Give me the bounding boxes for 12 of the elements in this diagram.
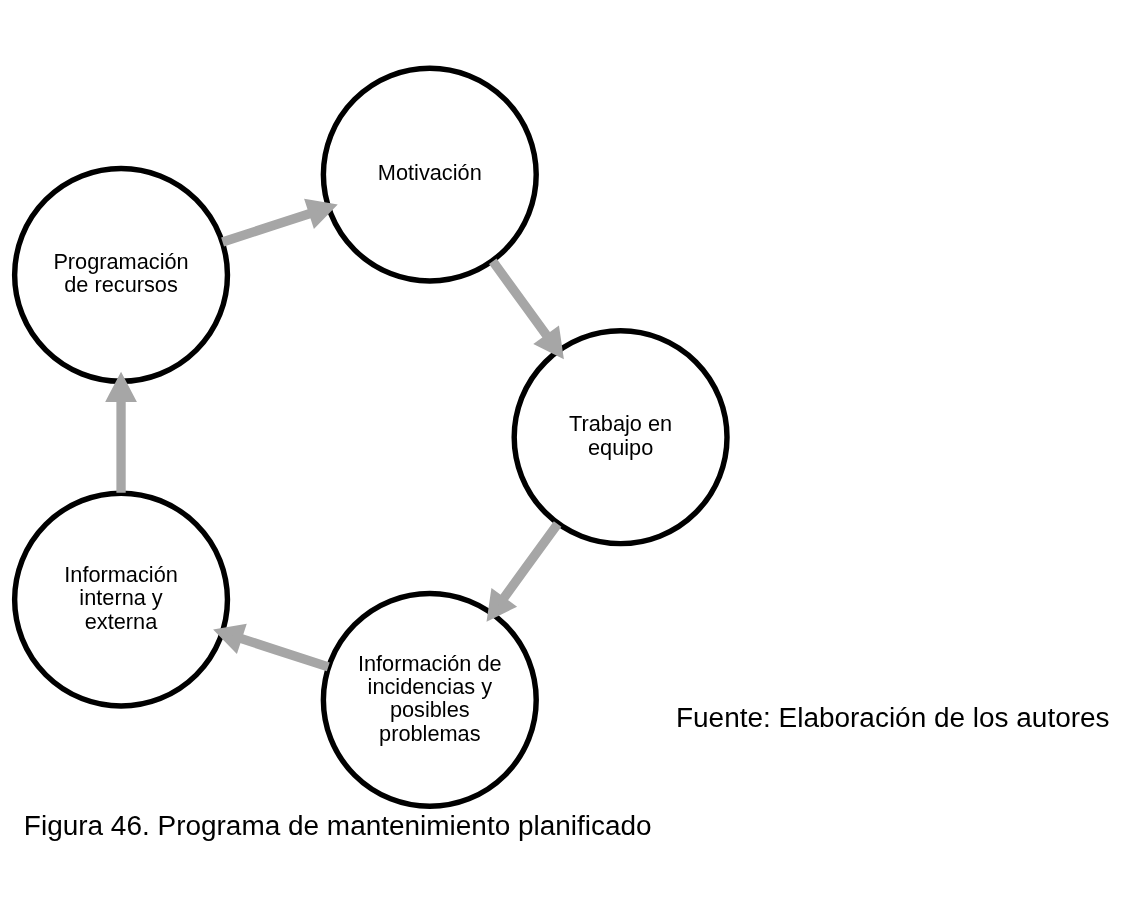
caption: Figura 46. Programa de mantenimiento planificado [23,809,652,841]
arrow [213,623,330,671]
arrow [221,198,338,246]
node-circle: Trabajo en equipo [511,327,730,546]
node-circle: Información interna y externa [11,489,231,709]
node-circle: Motivación [320,65,539,284]
label: Fuente: Elaboración de los autores [676,701,1110,733]
arrow [105,371,137,493]
arrow [489,258,564,359]
node-circle: Programación de recursos [11,165,231,384]
node-circle: Información de incidencias y posibles problemas [320,590,539,809]
arrow [486,520,562,622]
